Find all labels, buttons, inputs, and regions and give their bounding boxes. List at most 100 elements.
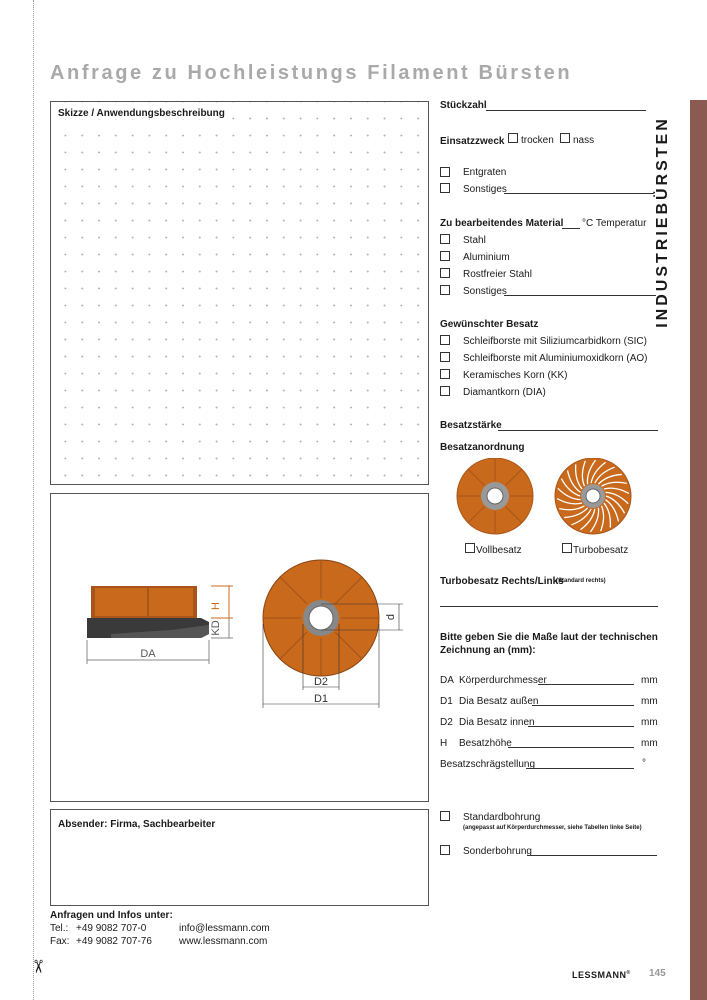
field-d1[interactable] [532,705,634,706]
spoke [581,460,586,487]
checkbox-standardbohrung[interactable] [440,811,450,821]
unit-da: mm [641,675,658,686]
tel-number: +49 9082 707-0 [76,923,147,934]
label-stahl: Stahl [463,235,486,246]
label-d1-code: D1 [440,696,453,707]
field-h[interactable] [508,747,634,748]
label-stueckzahl: Stückzahl [440,100,487,111]
brush-front-view [262,559,403,708]
checkbox-vollbesatz[interactable] [465,543,475,553]
checkbox-turbobesatz[interactable] [562,543,572,553]
unit-schraeg: ° [642,758,646,769]
email-link[interactable]: info@lessmann.com [179,923,270,934]
vollbesatz-image [456,458,534,535]
label-besatz: Gewünschter Besatz [440,319,539,330]
field-stueckzahl[interactable] [486,110,646,111]
sender-title: Absender: Firma, Sachbearbeiter [58,819,216,830]
spoke [559,505,585,511]
spoke [334,577,362,605]
checkbox-dia[interactable] [440,386,450,396]
field-temperatur[interactable] [562,228,580,229]
spoke [603,487,630,495]
label-dia: Diamantkorn (DIA) [463,387,546,398]
spoke [586,459,597,485]
label-da: DA [140,648,156,660]
checkbox-sonderbohrung[interactable] [440,845,450,855]
checkbox-aluminium[interactable] [440,251,450,261]
spoke [560,478,581,497]
label-temperatur: °C Temperatur [582,218,647,229]
sender-box[interactable] [50,809,429,906]
fax-number: +49 9082 707-76 [76,936,152,947]
checkbox-trocken[interactable] [508,133,518,143]
unit-h: mm [641,738,658,749]
checkbox-stahl[interactable] [440,234,450,244]
field-sonderbohrung[interactable] [527,855,657,856]
spoke [603,502,612,528]
label-sic: Schleifborste mit Siliziumcarbidkorn (SI… [463,336,647,347]
spoke [600,505,605,532]
label-nass: nass [573,135,595,146]
checkbox-sonstiges-2[interactable] [440,285,450,295]
unit-d1: mm [641,696,658,707]
spoke [564,507,589,519]
spoke [334,631,362,659]
checkbox-sic[interactable] [440,335,450,345]
spoke [505,469,522,486]
label-standardbohrung-note: (angepasst auf Körperdurchmesser, siehe … [463,825,642,831]
field-besatzstaerke[interactable] [498,430,658,431]
field-d2[interactable] [528,726,634,727]
label-kd: KD [210,620,222,635]
tel-label: Tel.: [50,923,69,934]
label-ao: Schleifborste mit Aluminiumoxidkorn (AO) [463,353,648,364]
spoke [468,469,485,486]
fax-label: Fax: [50,936,70,947]
label-trocken: trocken [521,135,554,146]
company-logo: LESSMANN® [572,970,631,980]
web-link[interactable]: www.lessmann.com [179,936,268,947]
field-da[interactable] [538,684,634,685]
technical-drawing: H KD DA d D2 D1 [86,559,403,708]
checkbox-kk[interactable] [440,369,450,379]
field-sonstiges-2[interactable] [504,295,656,296]
field-sonstiges-1[interactable] [504,193,654,194]
label-entgraten: Entgraten [463,167,507,178]
spoke [601,481,627,487]
label-da: Körperdurchmesser [459,675,547,686]
sketch-title: Skizze / Anwendungsbeschreibung [58,108,228,119]
spoke [566,470,581,493]
label-h: Besatzhöhe [459,738,512,749]
sketch-area[interactable] [50,101,429,485]
contact-title: Anfragen und Infos unter: [50,910,173,921]
turbobesatz-image [554,458,632,535]
page-number: 145 [649,968,666,979]
spoke [574,464,583,490]
label-schraeg: Besatzschrägstellung [440,759,536,770]
checkbox-entgraten[interactable] [440,167,450,177]
field-schraeg[interactable] [526,768,634,769]
spoke [468,506,485,523]
label-material: Zu bearbeitendes Material [440,218,564,229]
spoke [580,508,596,531]
field-turbo-richtung[interactable] [440,606,658,607]
checkbox-rostfrei[interactable] [440,268,450,278]
checkbox-nass[interactable] [560,133,570,143]
arrangement-images [456,458,632,535]
spoke [505,506,522,523]
label-d: d [385,614,397,620]
checkbox-sonstiges-1[interactable] [440,183,450,193]
label-d1: Dia Besatz außen [459,696,539,707]
label-rostfrei: Rostfreier Stahl [463,269,532,280]
label-besatzstaerke: Besatzstärke [440,420,502,431]
label-h: H [210,602,222,610]
page-title: Anfrage zu Hochleistungs Filament Bürste… [50,62,573,84]
label-turbo-richtung: Turbobesatz Rechts/Links [440,576,564,587]
label-masse-2: Zeichnung an (mm): [440,645,536,656]
checkbox-ao[interactable] [440,352,450,362]
label-d1: D1 [314,693,328,705]
cut-line [33,0,34,1000]
label-einsatzzweck: Einsatzzweck [440,136,505,147]
label-standardbohrung: Standardbohrung [463,812,541,823]
label-kk: Keramisches Korn (KK) [463,370,568,381]
spoke [590,461,606,484]
